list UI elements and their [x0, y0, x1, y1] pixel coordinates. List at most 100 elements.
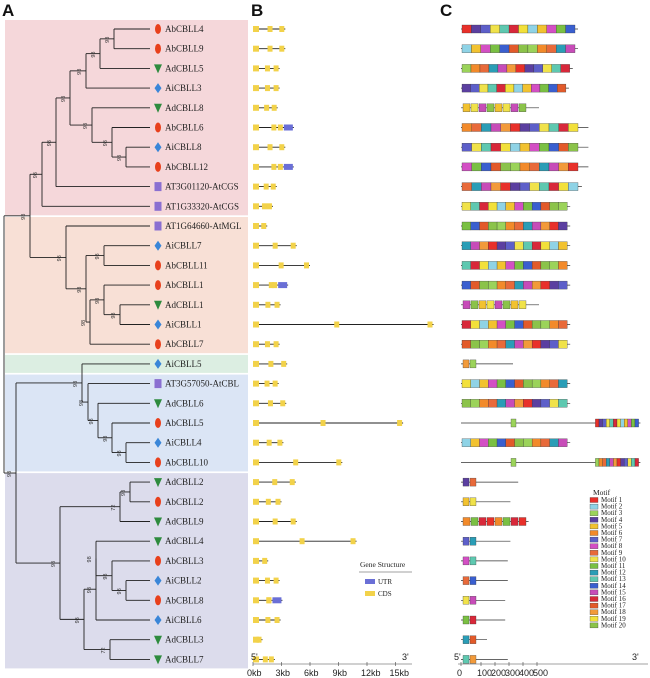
motif-block	[479, 280, 489, 290]
leaf-label: AdCBLL8	[165, 103, 204, 113]
motif-swatch	[589, 510, 599, 516]
motif-swatch	[589, 589, 599, 596]
motif-block	[479, 221, 489, 231]
leaf-label: AiCBLL2	[165, 576, 202, 586]
motif-block	[462, 517, 471, 526]
motif-track	[461, 241, 571, 250]
motif-block	[529, 182, 540, 191]
motif-swatch	[589, 523, 599, 530]
motif-block	[518, 24, 529, 34]
motif-block	[461, 221, 471, 231]
motif-block	[470, 241, 480, 250]
motif-block	[490, 44, 500, 53]
leaf-label: AbCBLL11	[165, 260, 208, 270]
gene-model	[253, 400, 287, 407]
cds-block	[268, 282, 274, 289]
cds-swatch	[365, 591, 375, 596]
motif-block	[505, 320, 515, 329]
cds-block	[253, 341, 259, 348]
motif-block	[494, 300, 503, 309]
motif-block	[496, 438, 506, 447]
species-marker	[155, 496, 161, 507]
motif-block	[471, 44, 481, 53]
cds-block	[266, 439, 272, 446]
motif-track	[461, 182, 582, 191]
motif-block	[478, 103, 487, 112]
motif-block	[481, 143, 492, 152]
gene-model	[253, 282, 289, 289]
motif-legend-label: Motif 17	[601, 602, 626, 610]
motif-block	[469, 359, 477, 369]
cds-block	[263, 183, 269, 190]
cds-block	[262, 656, 268, 663]
motif-legend-label: Motif 3	[601, 509, 623, 517]
motif-block	[510, 182, 521, 191]
motif-block	[558, 320, 568, 329]
motif-block	[634, 458, 639, 467]
motif-block	[609, 418, 614, 428]
motif-block	[568, 182, 579, 191]
motif-block	[470, 300, 479, 309]
cds-block	[253, 538, 259, 545]
motif-block	[469, 477, 477, 487]
motif-block	[529, 143, 540, 152]
motif-block	[505, 241, 515, 250]
motif-5prime: 5'	[454, 652, 461, 662]
gene-axis-label: 3kb	[276, 668, 291, 678]
cds-block	[279, 144, 285, 151]
gene-structure-legend-title: Gene Structure	[360, 560, 406, 569]
motif-block	[494, 517, 503, 526]
clade-box	[5, 473, 248, 669]
motif-block	[488, 64, 499, 73]
bootstrap-value: 98	[21, 214, 27, 220]
motif-block	[481, 162, 492, 172]
motif-block	[470, 517, 479, 526]
cds-block	[265, 301, 271, 308]
motif-block	[488, 320, 498, 329]
leaf-label: AT3G57050-AtCBL	[165, 379, 239, 389]
motif-block	[462, 300, 471, 309]
motif-axis-label: 300	[505, 668, 520, 678]
motif-block	[557, 83, 567, 93]
cds-block	[272, 518, 278, 525]
gene-axis-label: 6kb	[304, 668, 319, 678]
motif-block	[523, 261, 533, 270]
leaf-label: AiCBLL5	[165, 359, 202, 369]
gene-model	[253, 144, 286, 151]
motif-block	[531, 280, 542, 290]
cds-block	[253, 636, 259, 643]
motif-block	[634, 418, 639, 428]
cds-block	[264, 341, 270, 348]
motif-block	[462, 497, 470, 506]
cds-block	[272, 479, 278, 486]
motif-block	[490, 182, 501, 191]
bootstrap-value: 72	[111, 505, 117, 511]
cds-block	[253, 518, 259, 525]
motif-block	[518, 44, 529, 53]
motif-block	[469, 576, 477, 585]
motif-block	[524, 64, 535, 73]
motif-block	[522, 83, 532, 93]
motif-block	[510, 103, 519, 112]
gene-model	[253, 65, 280, 72]
motif-block	[549, 202, 559, 211]
motif-block	[531, 438, 542, 447]
motif-block	[558, 261, 568, 270]
gene-model	[253, 262, 310, 269]
bootstrap-value: 98	[87, 556, 93, 562]
motif-block	[496, 202, 506, 211]
motif-track	[461, 379, 571, 388]
motif-block	[480, 24, 491, 34]
bootstrap-value: 98	[7, 471, 13, 477]
cds-block	[253, 262, 259, 269]
cds-block	[278, 262, 284, 269]
motif-block	[531, 221, 542, 231]
motif-track	[461, 497, 511, 506]
motif-block	[602, 418, 607, 428]
cds-block	[253, 360, 259, 367]
motif-block	[510, 517, 519, 526]
cds-block	[266, 597, 272, 604]
motif-block	[461, 320, 471, 329]
cds-block	[280, 400, 286, 407]
